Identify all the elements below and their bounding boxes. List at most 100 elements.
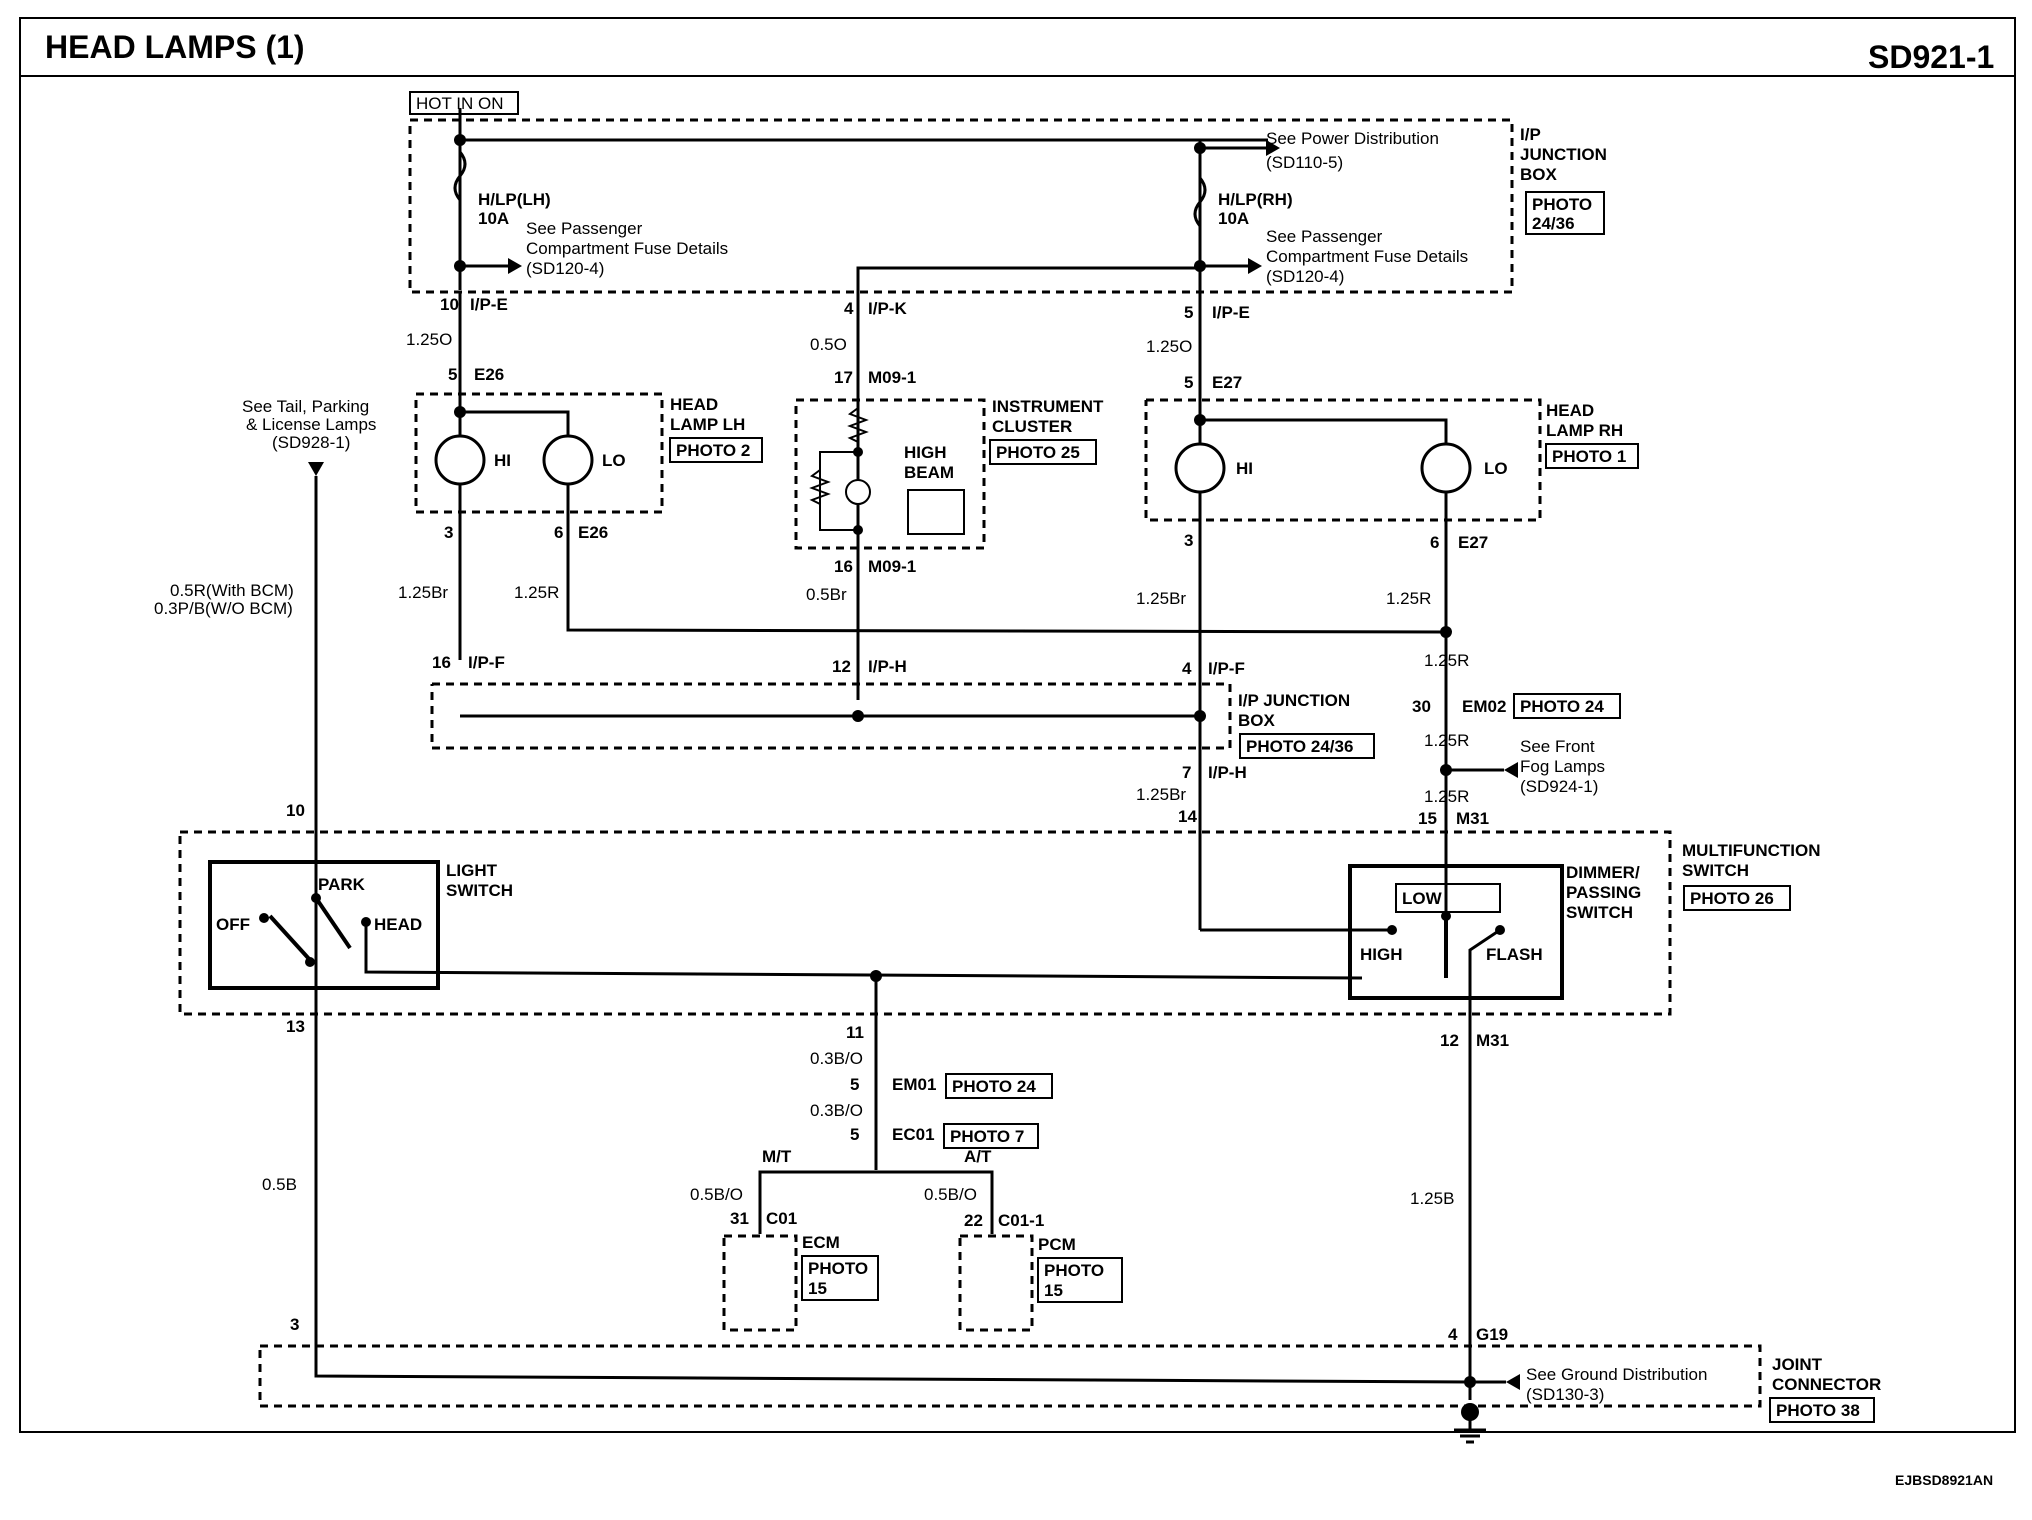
light-switch-contact-park	[311, 893, 321, 903]
splice-fuse-rh	[1194, 260, 1206, 272]
joint-photo-box	[1769, 1397, 1875, 1423]
lamp-lh-label-2: LAMP LH	[670, 415, 745, 434]
ip-jbox-mid-label-2: BOX	[1238, 711, 1276, 730]
pin-11: 11	[846, 1023, 864, 1042]
rh-lo-label: LO	[1484, 459, 1508, 478]
lamp-rh-label-2: LAMP RH	[1546, 421, 1623, 440]
pin-3-rh: 3	[1184, 531, 1193, 550]
dimmer-contact-high	[1387, 925, 1397, 935]
pin-15: 15	[1418, 809, 1437, 828]
wire-joint-bus	[314, 1346, 1471, 1384]
cluster-photo-box	[989, 439, 1097, 465]
ip-jbox-mid-photo-box	[1239, 733, 1375, 759]
wire-03bo-b: 0.3B/O	[810, 1101, 863, 1120]
splice-lo-cross	[1440, 626, 1452, 638]
pin-6-rh: 6	[1430, 533, 1439, 552]
ref-fuse-rh-3: (SD120-4)	[1266, 267, 1344, 286]
ref-ground-1: See Ground Distribution	[1526, 1365, 1707, 1384]
ecm-photo-1: PHOTO	[808, 1259, 868, 1278]
conn-m31-bot: M31	[1476, 1031, 1509, 1050]
conn-e26-bot: E26	[578, 523, 608, 542]
conn-m09-top: M09-1	[868, 368, 916, 387]
pcm-photo-2: 15	[1044, 1281, 1063, 1300]
ref-fuse-lh-1: See Passenger	[526, 219, 643, 238]
label-mt: M/T	[762, 1147, 792, 1166]
lamp-lh-photo: PHOTO 2	[676, 441, 750, 460]
conn-e27-bot: E27	[1458, 533, 1488, 552]
pin-5-ipe: 5	[1184, 303, 1193, 322]
pin-10-ipe: 10	[440, 295, 459, 314]
pin-31: 31	[730, 1209, 749, 1228]
light-switch-label-1: LIGHT	[446, 861, 498, 880]
wire-head-to-dimmer	[364, 922, 1363, 980]
wire-05bo-r: 0.5B/O	[924, 1185, 977, 1204]
wire-05br: 0.5Br	[806, 585, 847, 604]
em01-photo-box	[945, 1073, 1053, 1099]
fuse-rh-icon	[1193, 177, 1207, 227]
ref-tail-3: (SD928-1)	[272, 433, 350, 452]
pin-22: 22	[964, 1211, 983, 1230]
pin-4-g19: 4	[1448, 1325, 1458, 1344]
wire-bcm-1: 0.5R(With BCM)	[170, 581, 294, 600]
ref-fog-1: See Front	[1520, 737, 1595, 756]
cluster-resistor-top	[847, 407, 869, 443]
conn-c01: C01	[766, 1209, 797, 1228]
lamp-lh-label-1: HEAD	[670, 395, 718, 414]
wire-125br-lh: 1.25Br	[398, 583, 448, 602]
high-beam-led-icon	[845, 479, 871, 505]
pin-17: 17	[834, 368, 853, 387]
joint-label-2: CONNECTOR	[1772, 1375, 1881, 1394]
ip-jbox-mid-photo: PHOTO 24/36	[1246, 737, 1353, 756]
ip-jbox-mid-label-1: I/P JUNCTION	[1238, 691, 1350, 710]
ref-fuse-rh-2: Compartment Fuse Details	[1266, 247, 1468, 266]
bulb-lh-lo	[542, 434, 594, 486]
ip-jbox-top-label-1: I/P	[1520, 125, 1541, 144]
pcm-label: PCM	[1038, 1235, 1076, 1254]
wire-lo-cross	[566, 520, 1447, 634]
cluster-resistor-left	[809, 469, 831, 505]
ip-jbox-top-label-3: BOX	[1520, 165, 1558, 184]
pcm-photo-1: PHOTO	[1044, 1261, 1104, 1280]
conn-ipe-rh: I/P-E	[1212, 303, 1250, 322]
wire-125br-rh: 1.25Br	[1136, 589, 1186, 608]
conn-ipf-rh: I/P-F	[1208, 659, 1245, 678]
ref-power-1: See Power Distribution	[1266, 129, 1439, 148]
ip-jbox-top-photo-1: PHOTO	[1532, 195, 1592, 214]
light-switch-contact-common	[305, 957, 315, 967]
ref-fuse-lh-2: Compartment Fuse Details	[526, 239, 728, 258]
lamp-rh-label-1: HEAD	[1546, 401, 1594, 420]
splice-fuse-lh	[454, 260, 466, 272]
bulb-rh-hi	[1174, 442, 1226, 494]
multifunction-photo: PHOTO 26	[1690, 889, 1774, 908]
high-beam-label-2: BEAM	[904, 463, 954, 482]
multifunction-label-1: MULTIFUNCTION	[1682, 841, 1821, 860]
fuse-lh-name: H/LP(LH)	[478, 190, 551, 209]
head-lamp-lh-outline	[414, 392, 664, 514]
lh-lo-label: LO	[602, 451, 626, 470]
pin-12-iph: 12	[832, 657, 851, 676]
hot-in-on-box	[409, 91, 519, 115]
splice-mid-cluster	[852, 710, 864, 722]
em02-photo-box	[1513, 693, 1621, 719]
splice-rh-lamp	[1194, 414, 1206, 426]
ecm-outline	[722, 1234, 798, 1332]
ref-fuse-rh-1: See Passenger	[1266, 227, 1383, 246]
pin-13: 13	[286, 1017, 305, 1036]
rh-hi-label: HI	[1236, 459, 1253, 478]
conn-m09-bot: M09-1	[868, 557, 916, 576]
wire-cluster-feed	[856, 266, 1200, 300]
high-beam-indicator-icon	[907, 489, 965, 535]
lamp-lh-photo-box	[669, 437, 763, 463]
conn-g19: G19	[1476, 1325, 1508, 1344]
instrument-cluster-outline	[794, 398, 986, 550]
multifunction-label-2: SWITCH	[1682, 861, 1749, 880]
wire-flash	[1468, 928, 1501, 1012]
fuse-lh-amps: 10A	[478, 209, 509, 228]
lamp-rh-photo: PHOTO 1	[1552, 447, 1626, 466]
pin-4-ipk: 4	[844, 299, 854, 318]
cluster-label-1: INSTRUMENT	[992, 397, 1104, 416]
wire-05bo-l: 0.5B/O	[690, 1185, 743, 1204]
wire-125r-em02-b: 1.25R	[1424, 731, 1469, 750]
multifunction-switch-outline	[178, 830, 1672, 1016]
fuse-lh-icon	[453, 151, 467, 201]
